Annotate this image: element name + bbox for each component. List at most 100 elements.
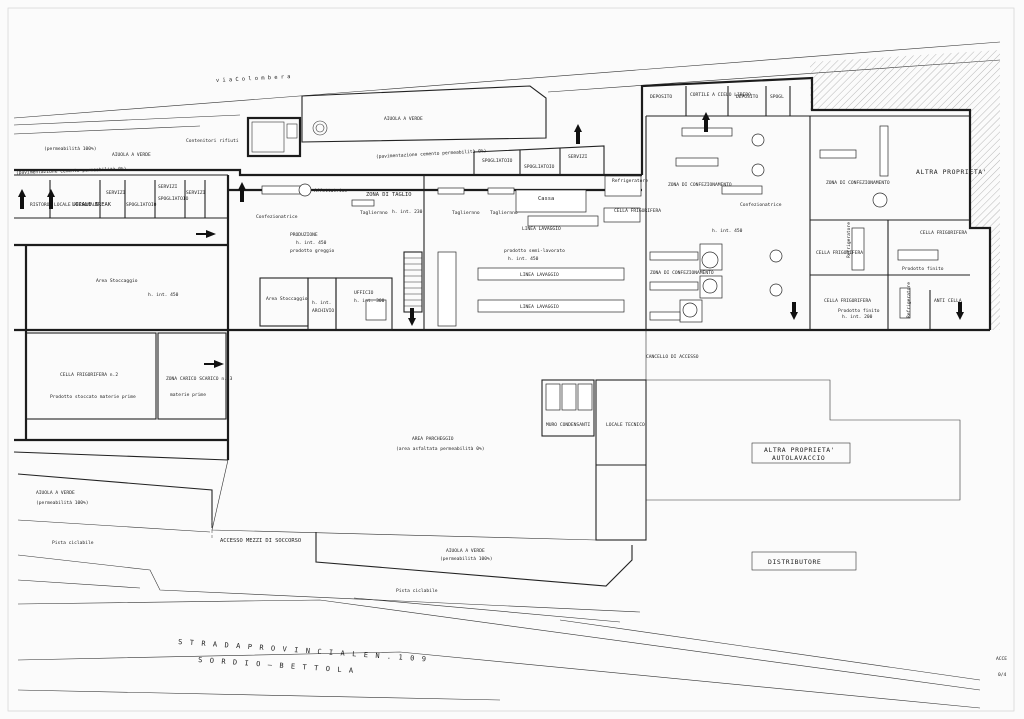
prodotto-semi-lavorato: prodotto semi-lavorato [504, 248, 565, 254]
sordio-bettola: S O R D I O — B E T T O L A [198, 656, 355, 675]
arrow-5 [574, 124, 582, 144]
zona-confezionamento-1: ZONA DI CONFEZIONAMENTO [668, 182, 732, 188]
zona-taglio: ZONA DI TAGLIO [366, 192, 411, 198]
distributore: DISTRIBUTORE [768, 558, 821, 566]
ristoro: RISTORO [30, 202, 50, 208]
area-parcheggio: AREA PARCHEGGIO [412, 436, 454, 442]
zona-carico: ZONA CARICO SCARICO n. 3 [166, 376, 233, 382]
altra-proprieta-hatch [810, 50, 1000, 330]
h-int-450-b: h. int. 450 [508, 256, 539, 262]
h-int-450-c: h. int. 450 [712, 228, 743, 234]
pista-ciclabile-2: Pista ciclabile [396, 588, 438, 594]
arrow-4 [702, 112, 710, 132]
spogliatoio-1: SPOGLIATOIO [126, 202, 157, 208]
altra-proprieta-right: ALTRA PROPRIETA' [916, 168, 987, 176]
tagliernno-2: Tagliernno [452, 210, 480, 216]
pista-ciclabile-1: Pista ciclabile [52, 540, 94, 546]
h-int-450-a: h. int. 450 [296, 240, 327, 246]
arrow-1 [18, 189, 26, 209]
servizi-1: SERVIZI [106, 190, 126, 196]
altra-proprieta-autolavaggio-2: AUTOLAVACCIO [772, 454, 825, 462]
locale-tecnico: LOCALE TECNICO [606, 422, 645, 428]
refrigeratore-1: Refrigeratore [612, 178, 648, 184]
prodotto-finito-2: Prodotto finito [838, 308, 880, 314]
arrow-7 [408, 308, 416, 326]
h-int-200: h. int. 200 [842, 314, 873, 320]
spogl: SPOGL [770, 94, 784, 100]
anti-cella: ANTI CELLA [934, 298, 962, 304]
corner-label-1: ACCE [996, 656, 1007, 662]
materie-prime: materie prime [170, 392, 206, 398]
servizi-2: SERVIZI [158, 184, 178, 190]
area-stoccaggio-1: Area Stoccaggio [96, 278, 138, 284]
h-int-300: h. int. 300 [354, 298, 385, 304]
cella-frigorifera-1: CELLA FRIGORIFERA [614, 208, 661, 214]
affettatrice: Affettatrice [314, 188, 347, 194]
zona-confezionamento-3: ZONA DI CONFEZIONAMENTO [650, 270, 714, 276]
asfalto-permeabilita: (area asfaltata permeabilità 0%) [396, 445, 485, 452]
locale-personale: LOCALE PERSONALE [54, 202, 98, 208]
bottom-roads [17, 473, 981, 709]
refrigeratore-2: Refrigeratore [846, 222, 852, 258]
arrow-8 [790, 302, 798, 320]
linea-lavaggio-2: LINEA LAVAGGIO [520, 304, 559, 310]
aiuola-verde-left: AIUOLA A VERDE [112, 152, 151, 158]
cancello-accesso: CANCELLO DI ACCESSO [646, 354, 699, 360]
cella-frigorifera-n2: CELLA FRIGORIFERA n.2 [60, 372, 118, 378]
pav-cemento-top: (pavimentazione cemento permeabilità 0%) [376, 147, 487, 160]
permeabilita-top: (permeabilità 100%) [44, 145, 97, 152]
refrigeratore-3: Refrigeratore [906, 282, 912, 318]
locale-break: LOCALE BREAK [72, 202, 112, 208]
via-colombera-label: v i a C o l o m b e r a [216, 74, 291, 84]
waste-enclosure [246, 116, 328, 158]
area-stoccaggio-2: Area Stoccaggio [266, 296, 308, 302]
corner-label-2: 0/4 [998, 672, 1007, 678]
cassa: Cassa [538, 196, 554, 202]
deposito-2: DEPOSITO [736, 94, 758, 100]
building-walls [14, 76, 992, 460]
spogliatoio-2: SPOGLIATOIO [158, 196, 189, 202]
confezionatrice-1: Confezionatrice [256, 214, 298, 220]
labels: v i a C o l o m b e r a AIUOLA A VERDE A… [16, 74, 1007, 678]
zona-confezionamento-2: ZONA DI CONFEZIONAMENTO [826, 180, 890, 186]
top-road [13, 41, 1001, 143]
spogliatoio-3: SPOGLIATOIO [482, 158, 513, 164]
cella-frigorifera-3: CELLA FRIGORIFERA [920, 230, 967, 236]
spogliatoio-4: SPOGLIATOIO [524, 164, 555, 170]
h-int-a: h. int. [312, 300, 331, 306]
arrow-9 [956, 302, 964, 320]
prodotto-finito-1: Prodotto finito [902, 266, 944, 272]
arrow-10 [204, 360, 224, 368]
aiuola-verde-left-bottom: AIUOLA A VERDE [36, 490, 75, 496]
servizi-3: SERVIZI [186, 190, 206, 196]
arrow-6 [196, 230, 216, 238]
ufficio: UFFICIO [354, 290, 374, 296]
deposito-1: DEPOSITO [650, 94, 672, 100]
permeabilita-bottom: (permeabilità 100%) [440, 555, 493, 562]
cortile-cielo-libero: CORTILE A CIELO LIBERO [690, 92, 751, 98]
linea-lavaggio-top: LINEA LAVAGGIO [522, 226, 561, 232]
prodotto-stoccato: Prodotto stoccato materie prime [50, 394, 136, 400]
servizi-4: SERVIZI [568, 154, 588, 160]
tagliernno-1: Tagliernno [360, 210, 388, 216]
sheet-frame [7, 7, 1015, 712]
equipment [261, 125, 939, 327]
tagliernno-3: Tagliernno [490, 210, 518, 216]
arrows [18, 112, 964, 368]
cella-frigorifera-4: CELLA FRIGORIFERA [824, 298, 871, 304]
arrow-3 [238, 182, 246, 202]
permeabilita-left: (permeabilità 100%) [36, 499, 89, 506]
confezionatrice-2: Confezionatrice [740, 202, 782, 208]
produzione: PRODUZIONE [290, 232, 318, 238]
h-int-450-d: h. int. 450 [148, 292, 179, 298]
h-int-230: h. int. 230 [392, 209, 423, 215]
altra-proprieta-autolavaggio-1: ALTRA PROPRIETA' [764, 446, 835, 454]
aiuola-verde-top: AIUOLA A VERDE [384, 116, 423, 122]
arrow-2 [47, 189, 55, 209]
muro-condensanti: MURO CONDENSANTI [546, 422, 590, 428]
aiuola-verde-bottom: AIUOLA A VERDE [446, 548, 485, 554]
linea-lavaggio-1: LINEA LAVAGGIO [520, 272, 559, 278]
pav-cemento-left: (pavimentazione cemento permeabilità 0%) [16, 165, 127, 176]
archivio: ARCHIVIO [312, 308, 334, 314]
